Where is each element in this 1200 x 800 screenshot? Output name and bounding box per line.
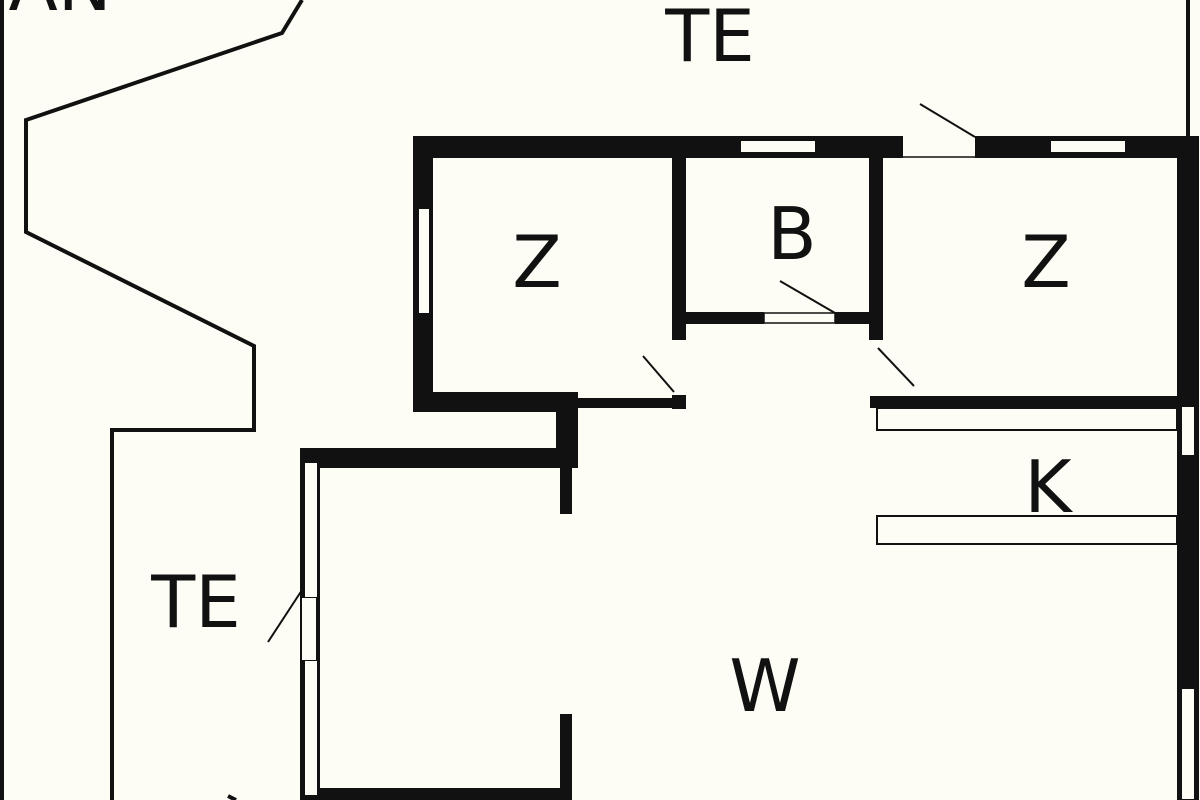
- label-living: W: [729, 644, 800, 728]
- door-gap-bathroom: [763, 312, 836, 324]
- door-openings: [302, 138, 975, 660]
- window-living-left-lower: [303, 659, 319, 797]
- label-terrace-top: TE: [664, 0, 754, 78]
- window-living-left-upper: [303, 461, 319, 599]
- counter-upper: [876, 407, 1178, 431]
- window-top-right: [1049, 139, 1127, 154]
- door-gap-top: [903, 138, 975, 156]
- door-gap-terrace: [302, 598, 316, 660]
- window-right-lower: [1180, 687, 1196, 800]
- door-swings: [267, 103, 976, 643]
- thin-walls: [560, 150, 1188, 800]
- label-room-z-left: Z: [512, 220, 561, 304]
- windows: [303, 139, 1196, 800]
- door-swing-terrace: [267, 589, 303, 643]
- label-kitchen: K: [1024, 445, 1073, 529]
- door-swing-top: [919, 103, 976, 138]
- room-labels: AN TE Z B Z K TE W: [8, 0, 1073, 728]
- window-right-upper: [1180, 405, 1196, 457]
- label-terrace-left: TE: [150, 560, 240, 644]
- kitchen-counters: [876, 407, 1178, 545]
- door-gap-left-z: [674, 344, 684, 394]
- counter-lower: [876, 515, 1178, 545]
- window-left: [417, 207, 431, 315]
- door-swing-bathroom: [779, 280, 836, 314]
- label-fragment-top-left: AN: [8, 0, 111, 27]
- door-swing-left-z: [642, 355, 675, 393]
- door-swing-right-z: [877, 347, 915, 387]
- label-room-z-right: Z: [1021, 220, 1070, 304]
- window-top-left: [739, 139, 817, 154]
- label-room-b: B: [767, 192, 816, 276]
